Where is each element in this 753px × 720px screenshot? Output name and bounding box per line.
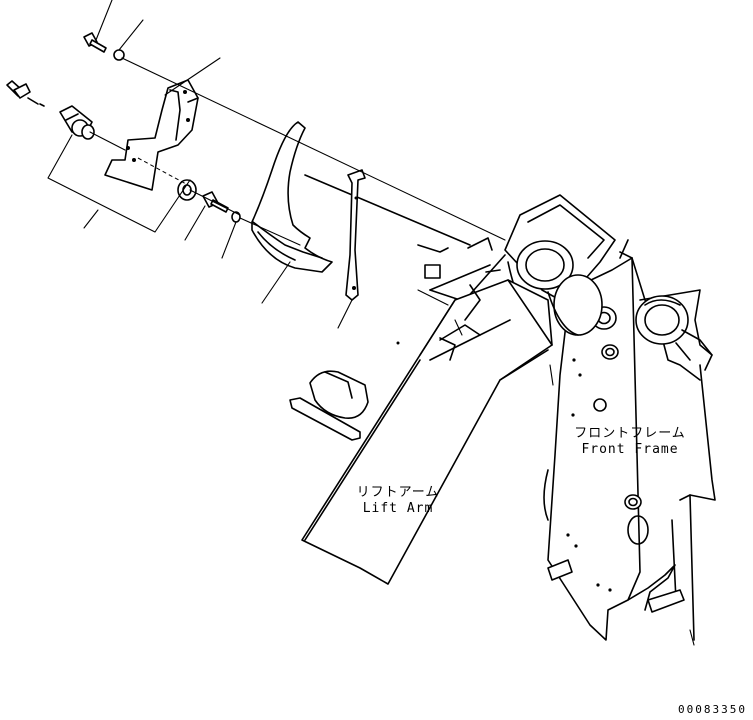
leader-lines [47,0,695,646]
front-frame-label-jp: フロントフレーム [574,426,686,441]
lift-arm [301,174,616,585]
front-frame-label-en: Front Frame [581,442,679,457]
stopper-plate [289,370,369,441]
bolt-top [83,32,107,53]
lift-arm-label-jp: リフトアーム [356,485,440,500]
cam-plate [251,121,333,273]
proximity-switch [6,80,95,140]
rod-bracket [345,169,366,301]
lift-arm-label: リフトアーム Lift Arm [348,485,448,517]
front-frame [543,239,716,641]
switch-bracket [104,79,199,191]
drawing-number: 00083350 [678,703,747,716]
lift-arm-label-en: Lift Arm [362,501,434,516]
bolt-middle [202,191,229,213]
front-frame-label: フロントフレーム Front Frame [570,426,690,458]
nut [177,179,197,201]
